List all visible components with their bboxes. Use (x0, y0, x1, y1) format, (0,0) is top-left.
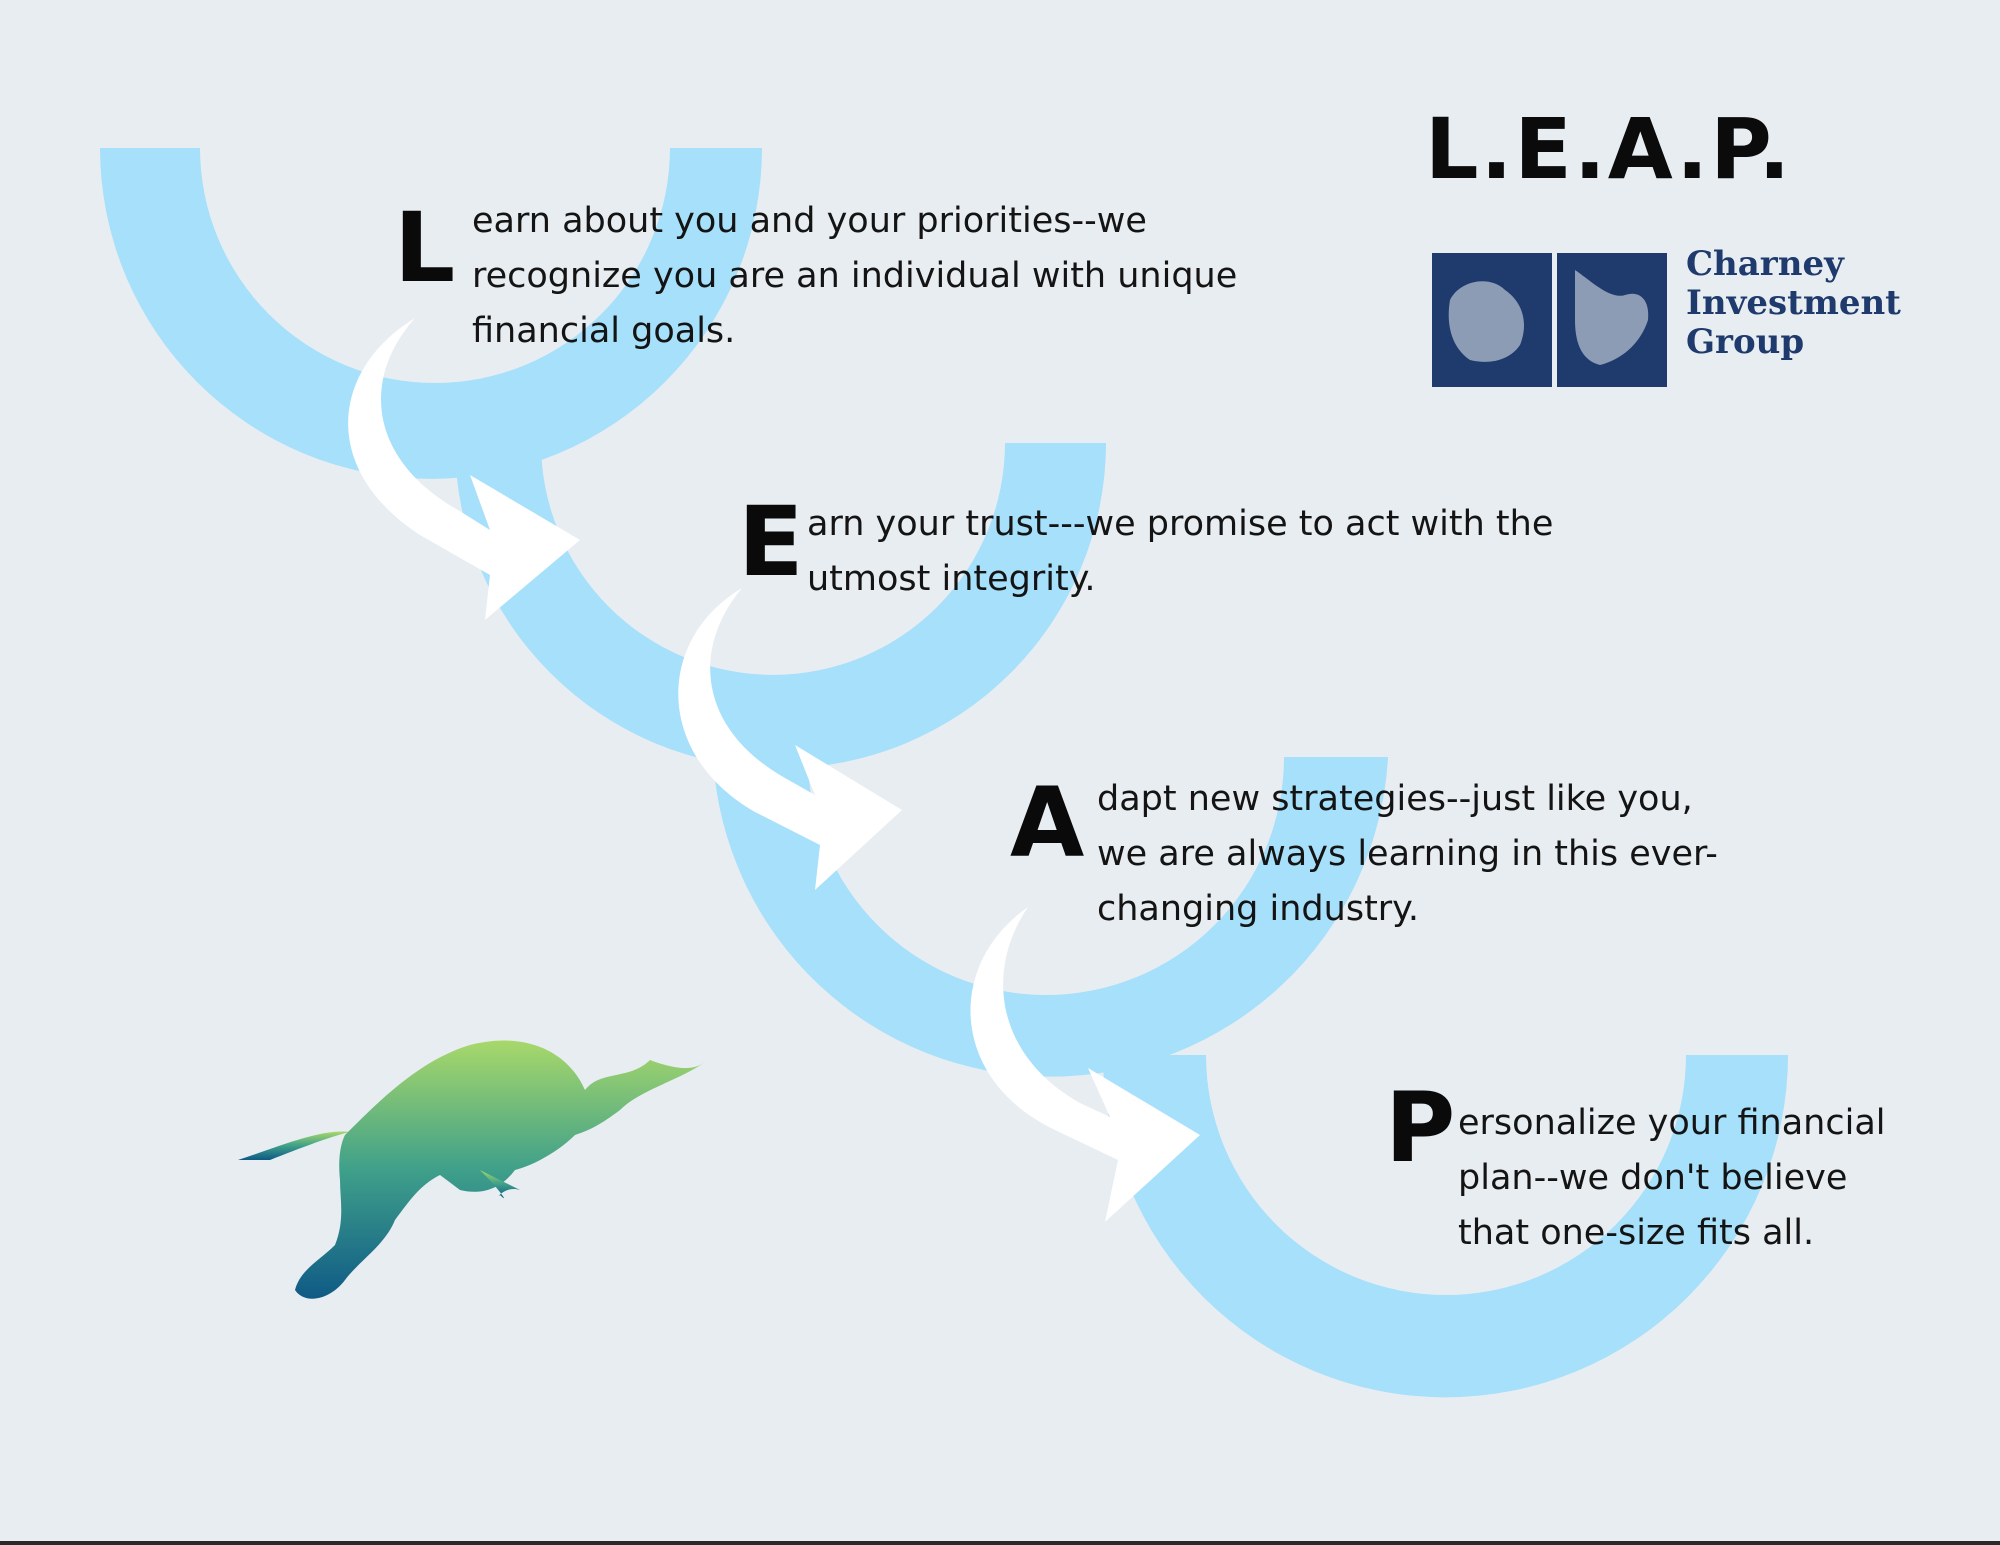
description-line: financial goals. (472, 311, 736, 351)
step-letter: A (1010, 767, 1085, 879)
description-line: dapt new strategies--just like you, (1097, 779, 1693, 819)
description-line: arn your trust---we promise to act with … (807, 504, 1554, 544)
step-description: earn about you and your priorities--we r… (472, 194, 1237, 359)
description-line: changing industry. (1097, 889, 1420, 929)
step-letter: E (738, 486, 804, 598)
company-logo-text: Charney Investment Group (1686, 245, 1901, 362)
step-description: ersonalize your financial plan--we don't… (1458, 1096, 1886, 1261)
logo-line: Charney (1686, 244, 1844, 284)
description-line: we are always learning in this ever- (1097, 834, 1718, 874)
arc-shape (1103, 1055, 1788, 1398)
page-title: L.E.A.P. (1425, 100, 1793, 198)
description-line: earn about you and your priorities--we (472, 201, 1147, 241)
curved-arrow-icon (348, 318, 580, 620)
curved-arrow-icon (970, 907, 1200, 1222)
curved-arrow-icon (678, 588, 902, 890)
logo-line: Investment (1686, 283, 1901, 323)
bottom-border (0, 1541, 2000, 1545)
step-description: arn your trust---we promise to act with … (807, 497, 1553, 607)
logo-line: Group (1686, 322, 1805, 362)
arc-shape (713, 757, 1388, 1077)
step-description: dapt new strategies--just like you, we a… (1097, 772, 1718, 937)
description-line: ersonalize your financial (1458, 1103, 1886, 1143)
step-letter: P (1385, 1072, 1456, 1184)
description-line: utmost integrity. (807, 559, 1096, 599)
arc-shape (100, 148, 762, 479)
step-letter: L (394, 192, 456, 304)
arc-shape (455, 443, 1106, 769)
description-line: plan--we don't believe (1458, 1158, 1848, 1198)
description-line: that one-size fits all. (1458, 1213, 1815, 1253)
description-line: recognize you are an individual with uni… (472, 256, 1238, 296)
leaping-bull-icon (238, 1040, 705, 1299)
bull-shield-logo-icon (1432, 253, 1667, 387)
